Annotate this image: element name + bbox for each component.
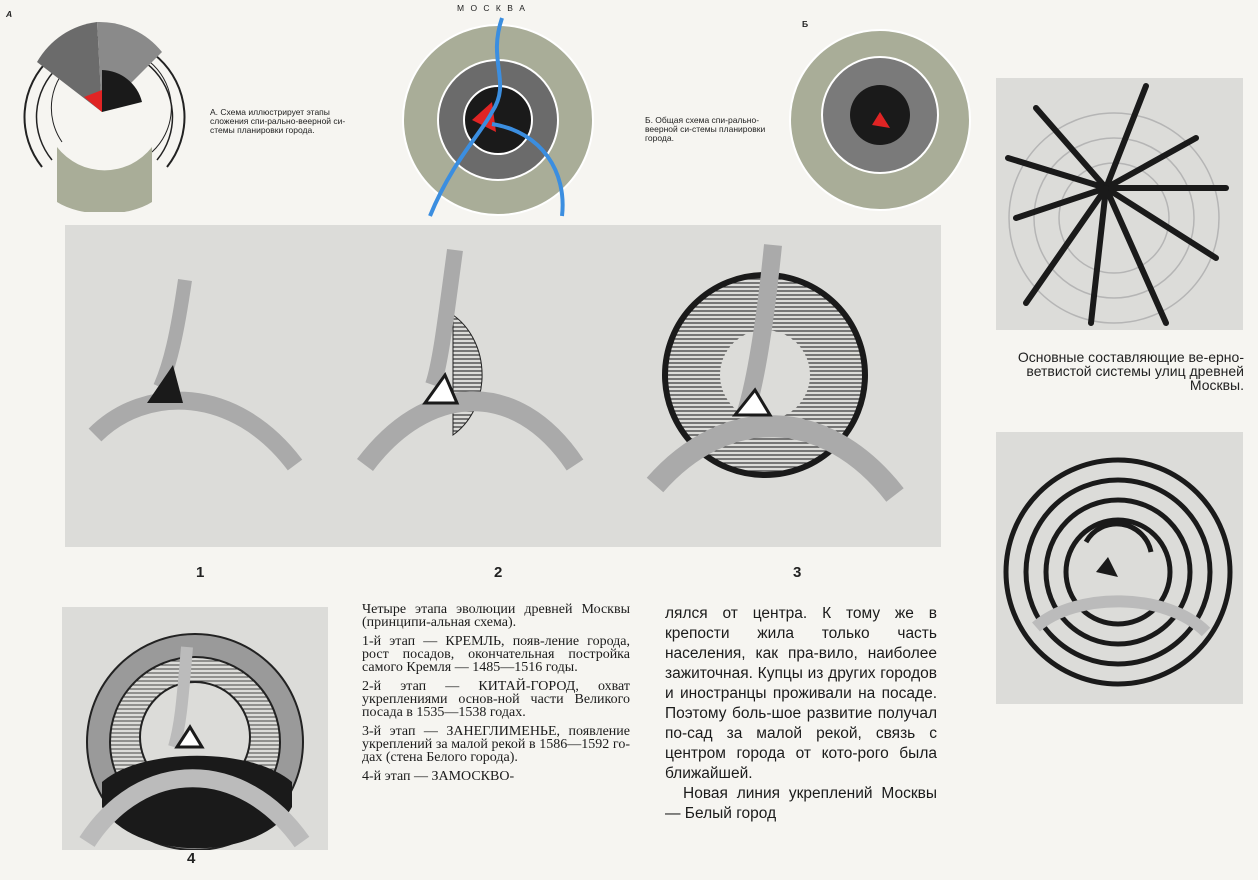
concentric-system-figure [996, 432, 1243, 704]
stages-panel [65, 225, 941, 547]
stage-3-scheme [646, 244, 904, 502]
paragraph-stage-3: 3-й этап — ЗАНЕГЛИМЕНЬЕ, появление укреп… [362, 724, 630, 765]
scheme-a-figure: А [2, 2, 202, 212]
stages-diagram [88, 244, 904, 502]
radial-system-diagram [1005, 83, 1229, 326]
scheme-a-diagram [23, 21, 186, 212]
stage-number-1: 1 [196, 564, 205, 581]
scheme-b-diagram [789, 29, 971, 211]
stage-4-panel [62, 607, 328, 850]
stage-number-3: 3 [793, 564, 802, 581]
paragraph-stage-2: 2-й этап — КИТАЙ-ГОРОД, охват укрепления… [362, 679, 630, 720]
scheme-a-letter: А [6, 9, 13, 19]
text-column-2: лялся от центра. К тому же в крепости жи… [665, 604, 937, 874]
moscow-label: М О С К В А [457, 3, 527, 13]
paragraph-stage-1: 1-й этап — КРЕМЛЬ, появ-ление города, ро… [362, 634, 630, 675]
paragraph-body-1: лялся от центра. К тому же в крепости жи… [665, 605, 937, 782]
moscow-map-figure: М О С К В А [392, 2, 607, 224]
scheme-a-caption: А. Схема иллюстрирует этапы сложения спи… [210, 107, 346, 135]
radial-system-caption: Основные составляющие ве-ерно-ветвистой … [1017, 349, 1244, 393]
paragraph-body-2: Новая линия укреплений Москвы — Белый го… [665, 785, 937, 822]
stage-2-scheme [357, 248, 584, 472]
stage-number-2: 2 [494, 564, 503, 581]
moscow-map [402, 17, 594, 217]
text-column-1: Четыре этапа эволюции древней Москвы (пр… [362, 603, 630, 868]
concentric-system-diagram [1003, 457, 1233, 687]
stage-number-4: 4 [187, 850, 196, 867]
scheme-b-figure: Б [772, 20, 982, 215]
paragraph-stage-4: 4-й этап — ЗАМОСКВО- [362, 769, 515, 784]
paragraph-intro: Четыре этапа эволюции древней Москвы (пр… [362, 603, 630, 630]
scheme-b-letter: Б [802, 19, 809, 29]
scheme-b-caption: Б. Общая схема спи-рально-веерной си-сте… [645, 115, 766, 143]
stage-4-diagram [79, 633, 310, 850]
radial-system-figure [996, 78, 1243, 330]
stage-1-scheme [88, 278, 303, 471]
